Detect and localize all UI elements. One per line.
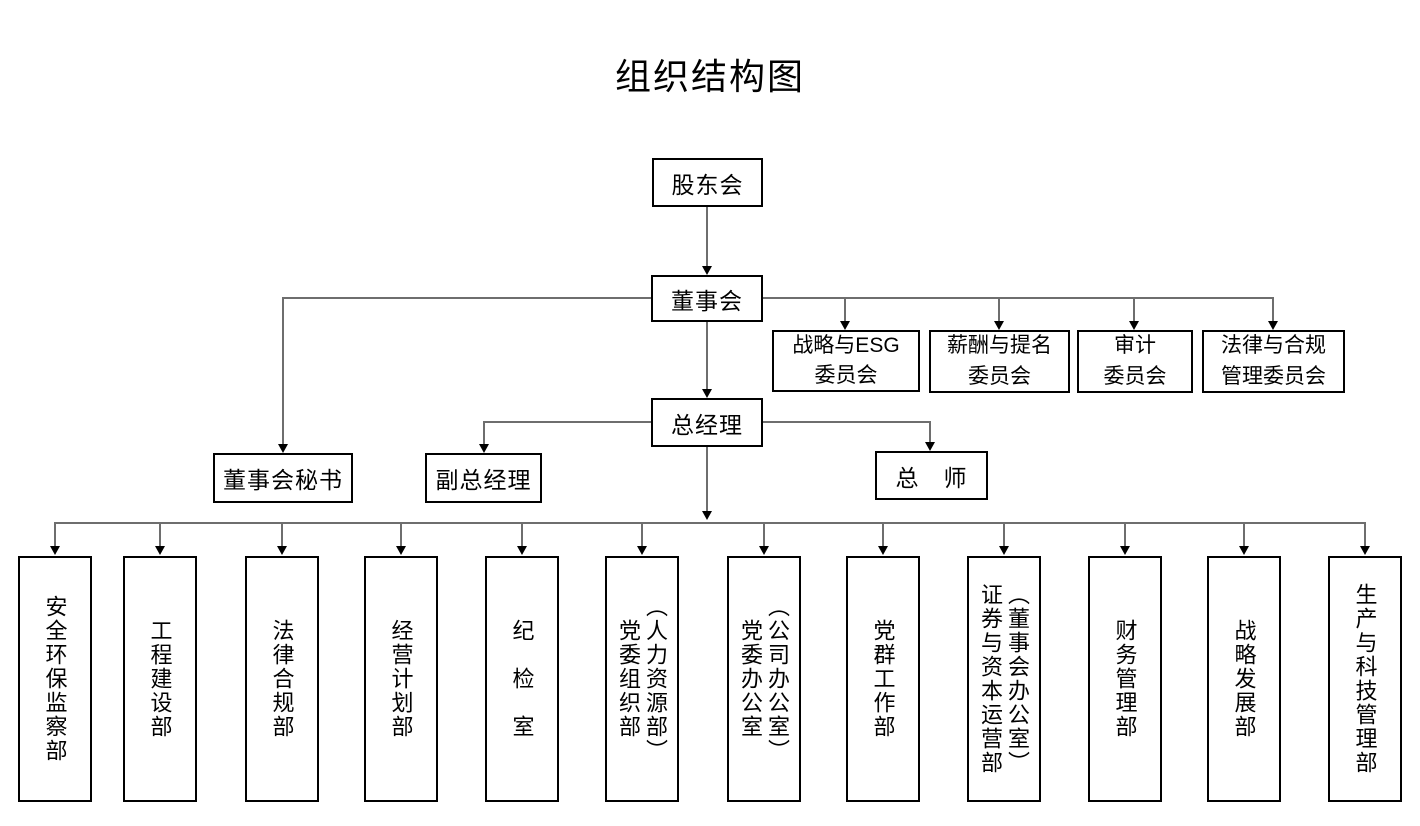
dept-label: 党委办公室 （公司办公室） bbox=[738, 595, 790, 763]
arrowhead bbox=[925, 442, 935, 451]
node-committee-strategy-esg: 战略与ESG 委员会 bbox=[772, 330, 920, 392]
connector-dept-4-v bbox=[400, 522, 402, 546]
arrowhead bbox=[479, 444, 489, 453]
connector-dept-3-v bbox=[281, 522, 283, 546]
node-shareholders: 股东会 bbox=[652, 158, 763, 207]
connector-board-gm bbox=[706, 322, 708, 389]
connector-dept-8-v bbox=[882, 522, 884, 546]
connector-gm-deputy-h bbox=[483, 421, 651, 423]
node-dept-party-organization-hr: 党委组织部 （人力资源部） bbox=[605, 556, 679, 802]
dept-label: 生产与科技管理部 bbox=[1352, 583, 1378, 775]
connector-dept-7-v bbox=[763, 522, 765, 546]
connector-committee-2-v bbox=[998, 297, 1000, 321]
node-dept-finance-management: 财务管理部 bbox=[1088, 556, 1162, 802]
connector-dept-12-v bbox=[1364, 522, 1366, 546]
dept-label: 党群工作部 bbox=[870, 619, 896, 739]
node-committee-remuneration-nomination: 薪酬与提名 委员会 bbox=[929, 330, 1070, 393]
connector-board-committees-h bbox=[763, 297, 1274, 299]
connector-gm-chief-v bbox=[929, 421, 931, 442]
connector-dept-5-v bbox=[521, 522, 523, 546]
connector-gm-deputy-v bbox=[483, 421, 485, 444]
connector-board-secretary-v bbox=[282, 297, 284, 444]
connector-shareholders-board bbox=[706, 207, 708, 266]
arrowhead bbox=[1129, 321, 1139, 330]
connector-board-secretary-h bbox=[282, 297, 651, 299]
dept-label: 证券与资本运营部 （董事会办公室） bbox=[978, 583, 1030, 775]
node-board-secretary: 董事会秘书 bbox=[213, 453, 353, 503]
dept-label: 安全环保监察部 bbox=[42, 595, 68, 763]
node-committee-legal-compliance: 法律与合规 管理委员会 bbox=[1202, 330, 1345, 393]
arrowhead bbox=[1268, 321, 1278, 330]
dept-label: 工程建设部 bbox=[147, 619, 173, 739]
node-dept-party-office-company-office: 党委办公室 （公司办公室） bbox=[727, 556, 801, 802]
node-deputy-general-manager: 副总经理 bbox=[425, 453, 542, 503]
dept-label: 纪 检 室 bbox=[509, 619, 535, 739]
connector-dept-10-v bbox=[1124, 522, 1126, 546]
dept-label: 财务管理部 bbox=[1112, 619, 1138, 739]
node-dept-production-technology: 生产与科技管理部 bbox=[1328, 556, 1402, 802]
connector-dept-1-v bbox=[54, 522, 56, 546]
arrowhead bbox=[1360, 546, 1370, 555]
arrowhead bbox=[637, 546, 647, 555]
dept-label: 经营计划部 bbox=[388, 619, 414, 739]
connector-dept-11-v bbox=[1243, 522, 1245, 546]
page-title: 组织结构图 bbox=[614, 56, 805, 97]
node-dept-securities-capital: 证券与资本运营部 （董事会办公室） bbox=[967, 556, 1041, 802]
arrowhead bbox=[277, 546, 287, 555]
arrowhead bbox=[702, 266, 712, 275]
node-board: 董事会 bbox=[651, 275, 763, 322]
arrowhead bbox=[994, 321, 1004, 330]
node-committee-audit: 审计 委员会 bbox=[1077, 330, 1193, 393]
arrowhead bbox=[702, 511, 712, 520]
dept-label: 战略发展部 bbox=[1231, 619, 1257, 739]
connector-committee-3-v bbox=[1133, 297, 1135, 321]
node-dept-strategy-development: 战略发展部 bbox=[1207, 556, 1281, 802]
arrowhead bbox=[840, 321, 850, 330]
arrowhead bbox=[878, 546, 888, 555]
arrowhead bbox=[702, 389, 712, 398]
connector-committee-1-v bbox=[844, 297, 846, 321]
dept-label: 党委组织部 （人力资源部） bbox=[616, 595, 668, 763]
node-chief-engineer: 总 师 bbox=[875, 451, 988, 500]
node-dept-engineering-construction: 工程建设部 bbox=[123, 556, 197, 802]
arrowhead bbox=[1120, 546, 1130, 555]
connector-committee-4-v bbox=[1272, 297, 1274, 321]
arrowhead bbox=[50, 546, 60, 555]
connector-departments-bus bbox=[55, 522, 1366, 524]
connector-dept-2-v bbox=[159, 522, 161, 546]
connector-gm-chief-h bbox=[763, 421, 931, 423]
arrowhead bbox=[517, 546, 527, 555]
node-dept-operation-planning: 经营计划部 bbox=[364, 556, 438, 802]
connector-gm-bus-v bbox=[706, 447, 708, 511]
arrowhead bbox=[999, 546, 1009, 555]
node-general-manager: 总经理 bbox=[651, 398, 763, 447]
node-dept-party-mass-work: 党群工作部 bbox=[846, 556, 920, 802]
node-dept-legal-compliance: 法律合规部 bbox=[245, 556, 319, 802]
connector-dept-6-v bbox=[641, 522, 643, 546]
arrowhead bbox=[278, 444, 288, 453]
arrowhead bbox=[759, 546, 769, 555]
arrowhead bbox=[396, 546, 406, 555]
arrowhead bbox=[155, 546, 165, 555]
node-dept-discipline-inspection: 纪 检 室 bbox=[485, 556, 559, 802]
connector-dept-9-v bbox=[1003, 522, 1005, 546]
node-dept-safety-environment: 安全环保监察部 bbox=[18, 556, 92, 802]
dept-label: 法律合规部 bbox=[269, 619, 295, 739]
arrowhead bbox=[1239, 546, 1249, 555]
